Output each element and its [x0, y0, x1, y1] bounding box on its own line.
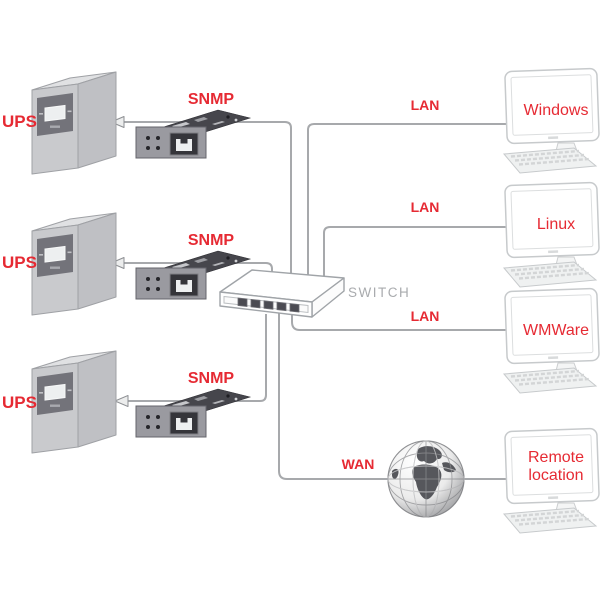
- snmp-led-dots: [146, 277, 160, 291]
- computer-label-wmware: WMWare: [522, 322, 590, 340]
- ups-lcd-display: [44, 104, 66, 122]
- snmp1-to-switch-line: [124, 121, 292, 296]
- computer-windows: [502, 67, 600, 174]
- ups-unit-2: [31, 212, 117, 316]
- ups-lcd-display: [44, 245, 66, 263]
- monitor-screen: [510, 294, 594, 356]
- monitor-logo: [548, 250, 559, 254]
- keyboard: [502, 507, 598, 534]
- switch-to-linux-lan-line: [323, 226, 508, 294]
- switch-to-globe-wan-line: [278, 310, 390, 480]
- computer-label-linux: Linux: [536, 216, 576, 234]
- snmp2-to-switch-line: [124, 262, 273, 294]
- ups-unit-3: [31, 350, 117, 454]
- computer-label-remote: Remote location: [527, 449, 585, 484]
- monitor-screen: [510, 74, 594, 136]
- computer-wmware: [502, 287, 600, 394]
- wan-label: WAN: [341, 456, 375, 472]
- ups-logo: [50, 404, 60, 407]
- switch-ports: [237, 297, 300, 313]
- monitor-logo: [548, 356, 559, 360]
- computer-remote: [502, 427, 600, 534]
- snmp-card-1: [135, 109, 252, 159]
- globe-icon: [387, 440, 465, 518]
- ups-label-2: UPS: [2, 253, 37, 272]
- snmp-label-2: SNMP: [187, 232, 235, 249]
- switch-to-windows-lan-line: [307, 123, 508, 292]
- lan-label-3: LAN: [410, 308, 440, 324]
- monitor-screen: [510, 188, 594, 250]
- snmp-card-3: [135, 388, 252, 438]
- lan-label-2: LAN: [410, 199, 440, 215]
- switch-to-wmware-lan-line: [291, 310, 508, 331]
- ups2-plug-arrow-icon: [110, 257, 125, 269]
- ups-logo: [50, 125, 60, 128]
- computer-linux: [502, 181, 600, 288]
- snmp3-to-switch-line: [128, 314, 267, 402]
- monitor-screen: [510, 434, 594, 496]
- ups3-plug-arrow-icon: [114, 395, 129, 407]
- snmp-card-2: [135, 250, 252, 300]
- lan-label-1: LAN: [410, 97, 440, 113]
- switch-label: SWITCH: [348, 285, 411, 300]
- ups-label-1: UPS: [2, 112, 37, 131]
- ups-unit-1: [31, 71, 117, 175]
- computer-label-windows: Windows: [523, 102, 589, 120]
- switch-device: [219, 269, 345, 318]
- keyboard: [502, 147, 598, 174]
- keyboard: [502, 367, 598, 394]
- ups1-plug-arrow-icon: [110, 116, 125, 128]
- snmp-label-3: SNMP: [187, 370, 235, 387]
- ups-logo: [50, 266, 60, 269]
- snmp-led-dots: [146, 415, 160, 429]
- snmp-led-dots: [146, 136, 160, 150]
- ups-lcd-display: [44, 383, 66, 401]
- monitor-logo: [548, 136, 559, 140]
- ups-label-3: UPS: [2, 393, 37, 412]
- keyboard: [502, 261, 598, 288]
- monitor-logo: [548, 496, 559, 500]
- snmp-label-1: SNMP: [187, 91, 235, 108]
